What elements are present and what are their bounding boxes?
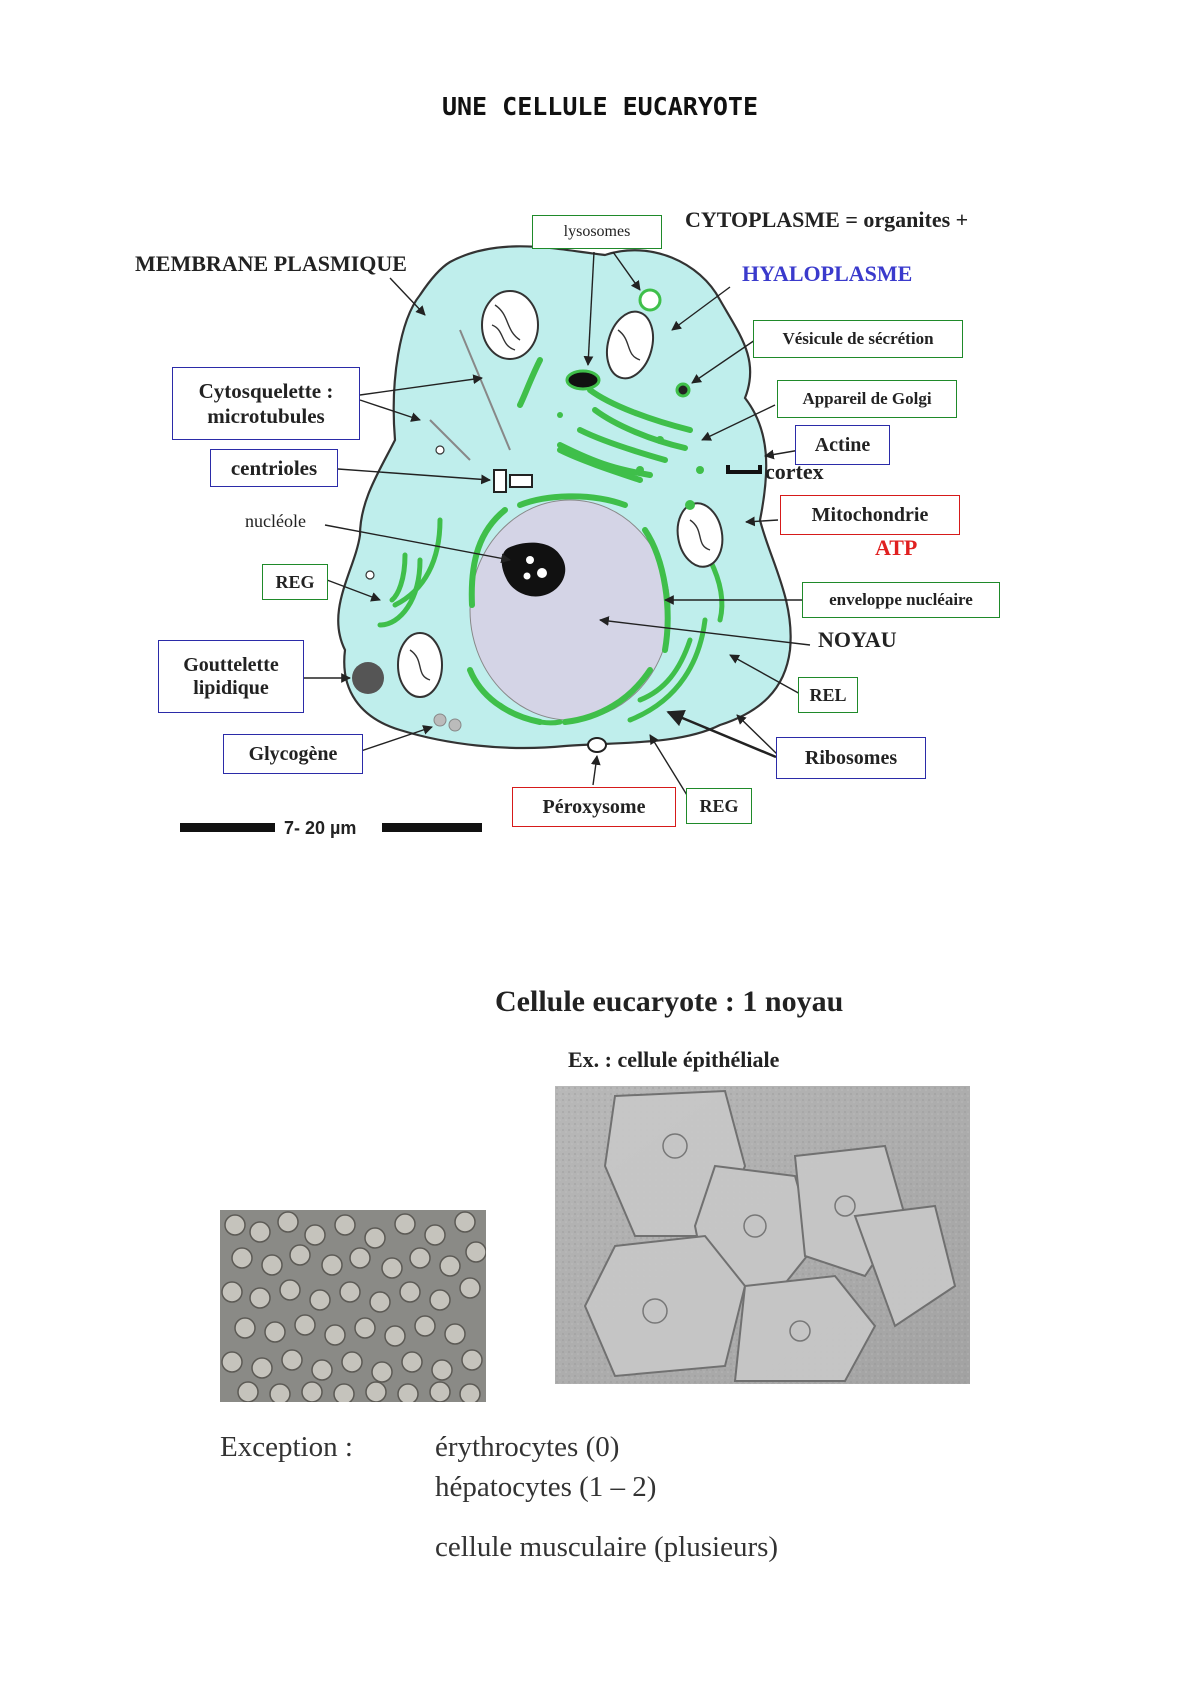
erythrocytes-photo xyxy=(220,1210,486,1402)
photos-example: Ex. : cellule épithéliale xyxy=(568,1047,780,1072)
exception-item-hepatocytes: hépatocytes (1 – 2) xyxy=(435,1471,657,1503)
label-atp: ATP xyxy=(875,535,918,560)
scale-bar-left xyxy=(180,823,275,832)
exception-item-erythrocytes: érythrocytes (0) xyxy=(435,1431,620,1463)
cyto-line-2: microtubules xyxy=(207,403,325,428)
box-reg-left: REG xyxy=(262,564,328,600)
lysosome-shape xyxy=(565,369,601,391)
label-nucleole: nucléole xyxy=(245,511,306,531)
scale-bar-right xyxy=(382,823,482,832)
cell-diagram xyxy=(180,245,811,832)
exception-item-muscle: cellule musculaire (plusieurs) xyxy=(435,1531,779,1563)
box-gouttelette: Gouttelette lipidique xyxy=(158,640,304,713)
box-golgi: Appareil de Golgi xyxy=(777,380,957,418)
reg-left-shape xyxy=(377,517,443,628)
box-cytosquelette: Cytosquelette : microtubules xyxy=(172,367,360,440)
exception-label: Exception : xyxy=(220,1431,353,1463)
peroxysome-shape xyxy=(587,737,607,753)
box-actine: Actine xyxy=(795,425,890,465)
box-mitochondrie: Mitochondrie xyxy=(780,495,960,535)
reg-right-shape xyxy=(497,557,725,726)
box-glycogene: Glycogène xyxy=(223,734,363,774)
lipid-droplet-shape xyxy=(352,662,384,694)
cyto-line-1: Cytosquelette : xyxy=(198,379,334,404)
box-lysosomes: lysosomes xyxy=(532,215,662,249)
scale-label: 7- 20 µm xyxy=(284,818,357,838)
box-centrioles: centrioles xyxy=(210,449,338,487)
box-enveloppe: enveloppe nucléaire xyxy=(802,582,1000,618)
photos-heading: Cellule eucaryote : 1 noyau xyxy=(495,985,844,1018)
box-rel: REL xyxy=(798,677,858,713)
label-membrane: MEMBRANE PLASMIQUE xyxy=(135,251,407,276)
box-peroxysome: Péroxysome xyxy=(512,787,676,827)
box-vesicule: Vésicule de sécrétion xyxy=(753,320,963,358)
nucleolus xyxy=(501,542,566,597)
epithelial-photo xyxy=(555,1086,970,1384)
mitochondria-shapes xyxy=(397,290,724,698)
box-reg-bottom: REG xyxy=(686,788,752,824)
gouttelette-line-1: Gouttelette xyxy=(183,653,279,676)
label-cytoplasme: CYTOPLASME = organites + xyxy=(685,207,969,232)
vesicle-shape xyxy=(638,288,662,312)
page-title: UNE CELLULE EUCARYOTE xyxy=(441,92,759,121)
label-hyaloplasme: HYALOPLASME xyxy=(742,261,913,286)
box-ribosomes: Ribosomes xyxy=(776,737,926,779)
centriole-shape xyxy=(493,469,507,493)
label-noyau: NOYAU xyxy=(818,627,897,652)
gouttelette-line-2: lipidique xyxy=(193,676,269,699)
